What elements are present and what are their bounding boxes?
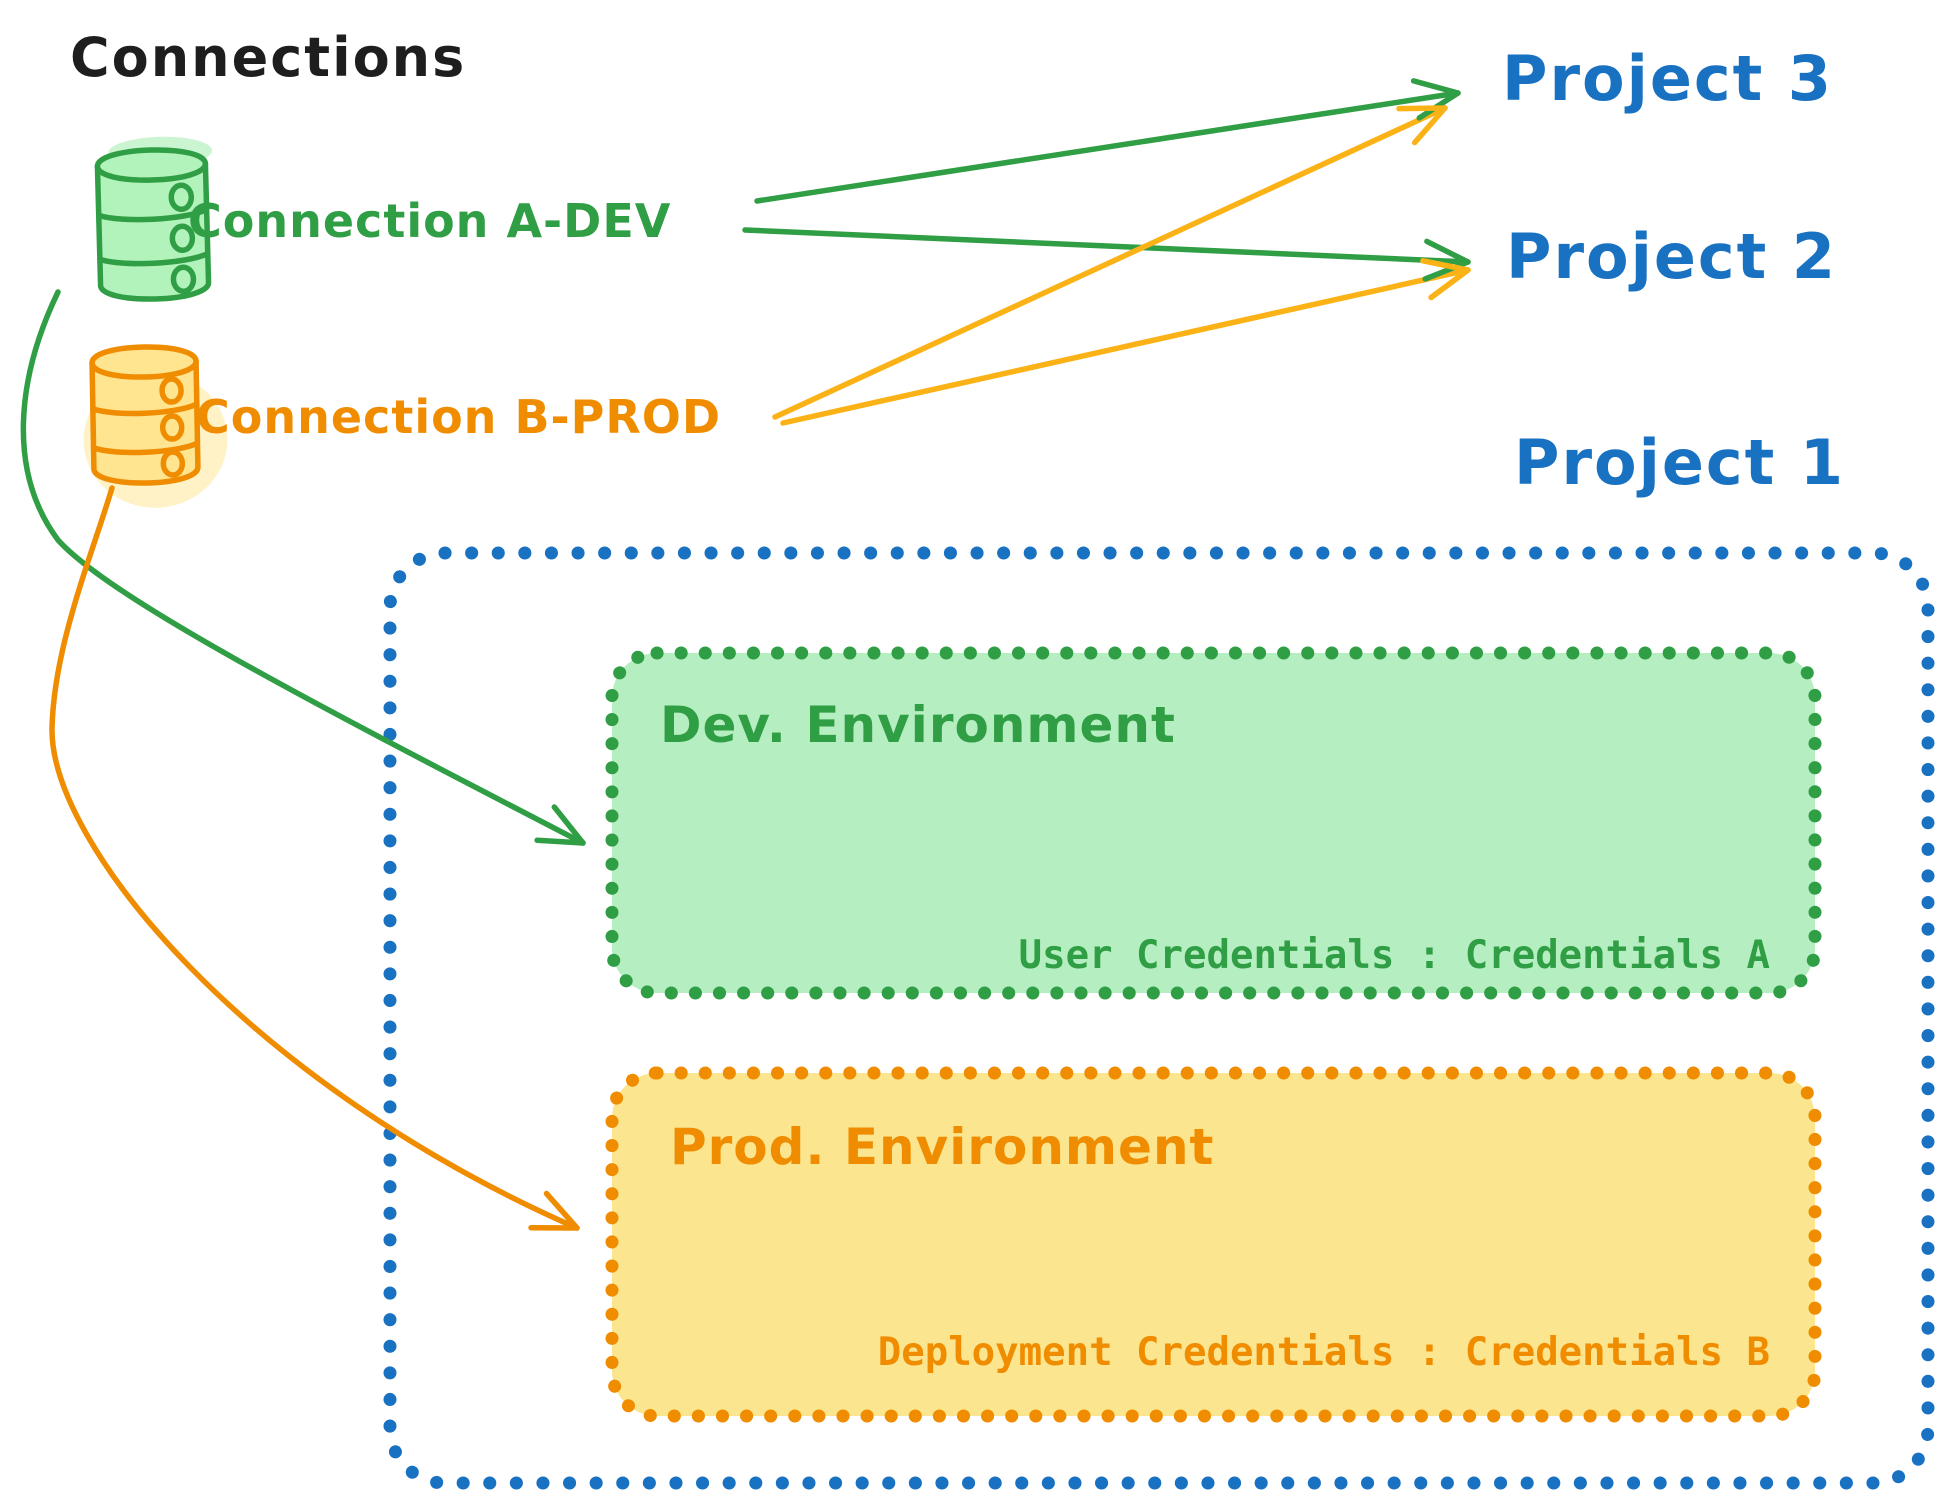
- arrow-a-dev-to-project2: [742, 227, 1471, 265]
- prod-environment-box: [605, 1066, 1822, 1423]
- arrow-a-dev-to-project3: [754, 90, 1461, 204]
- arrow-b-prod-to-project3: [772, 105, 1448, 420]
- database-cylinder-icon-a-dev: [94, 136, 213, 302]
- arrowhead: [1420, 258, 1471, 301]
- dev-environment-credentials: User Credentials : Credentials A: [1018, 933, 1770, 978]
- diagram-title: Connections: [70, 26, 467, 89]
- prod-environment-credentials: Deployment Credentials : Credentials B: [877, 1330, 1770, 1375]
- dev-environment-title: Dev. Environment: [660, 696, 1176, 754]
- arrowhead: [534, 804, 586, 846]
- project3-label: Project 3: [1502, 42, 1834, 115]
- database-cylinder-icon-b-prod: [83, 344, 228, 508]
- dev-environment-box: [605, 646, 1822, 1000]
- arrow-b-prod-to-prod-environment: [49, 485, 580, 1231]
- connection-a-dev-label: Connection A-DEV: [188, 194, 672, 248]
- arrowhead: [1396, 105, 1448, 146]
- arrow-a-dev-to-dev-environment: [20, 289, 586, 846]
- prod-environment-title: Prod. Environment: [670, 1118, 1215, 1176]
- connection-b-prod-label: Connection B-PROD: [196, 390, 722, 444]
- arrowhead: [1422, 238, 1471, 282]
- arrow-b-prod-to-project2: [780, 267, 1471, 426]
- project1-label: Project 1: [1514, 426, 1846, 499]
- project2-label: Project 2: [1506, 220, 1838, 293]
- arrowhead: [528, 1190, 580, 1231]
- project1-dotted-box: [383, 546, 1935, 1490]
